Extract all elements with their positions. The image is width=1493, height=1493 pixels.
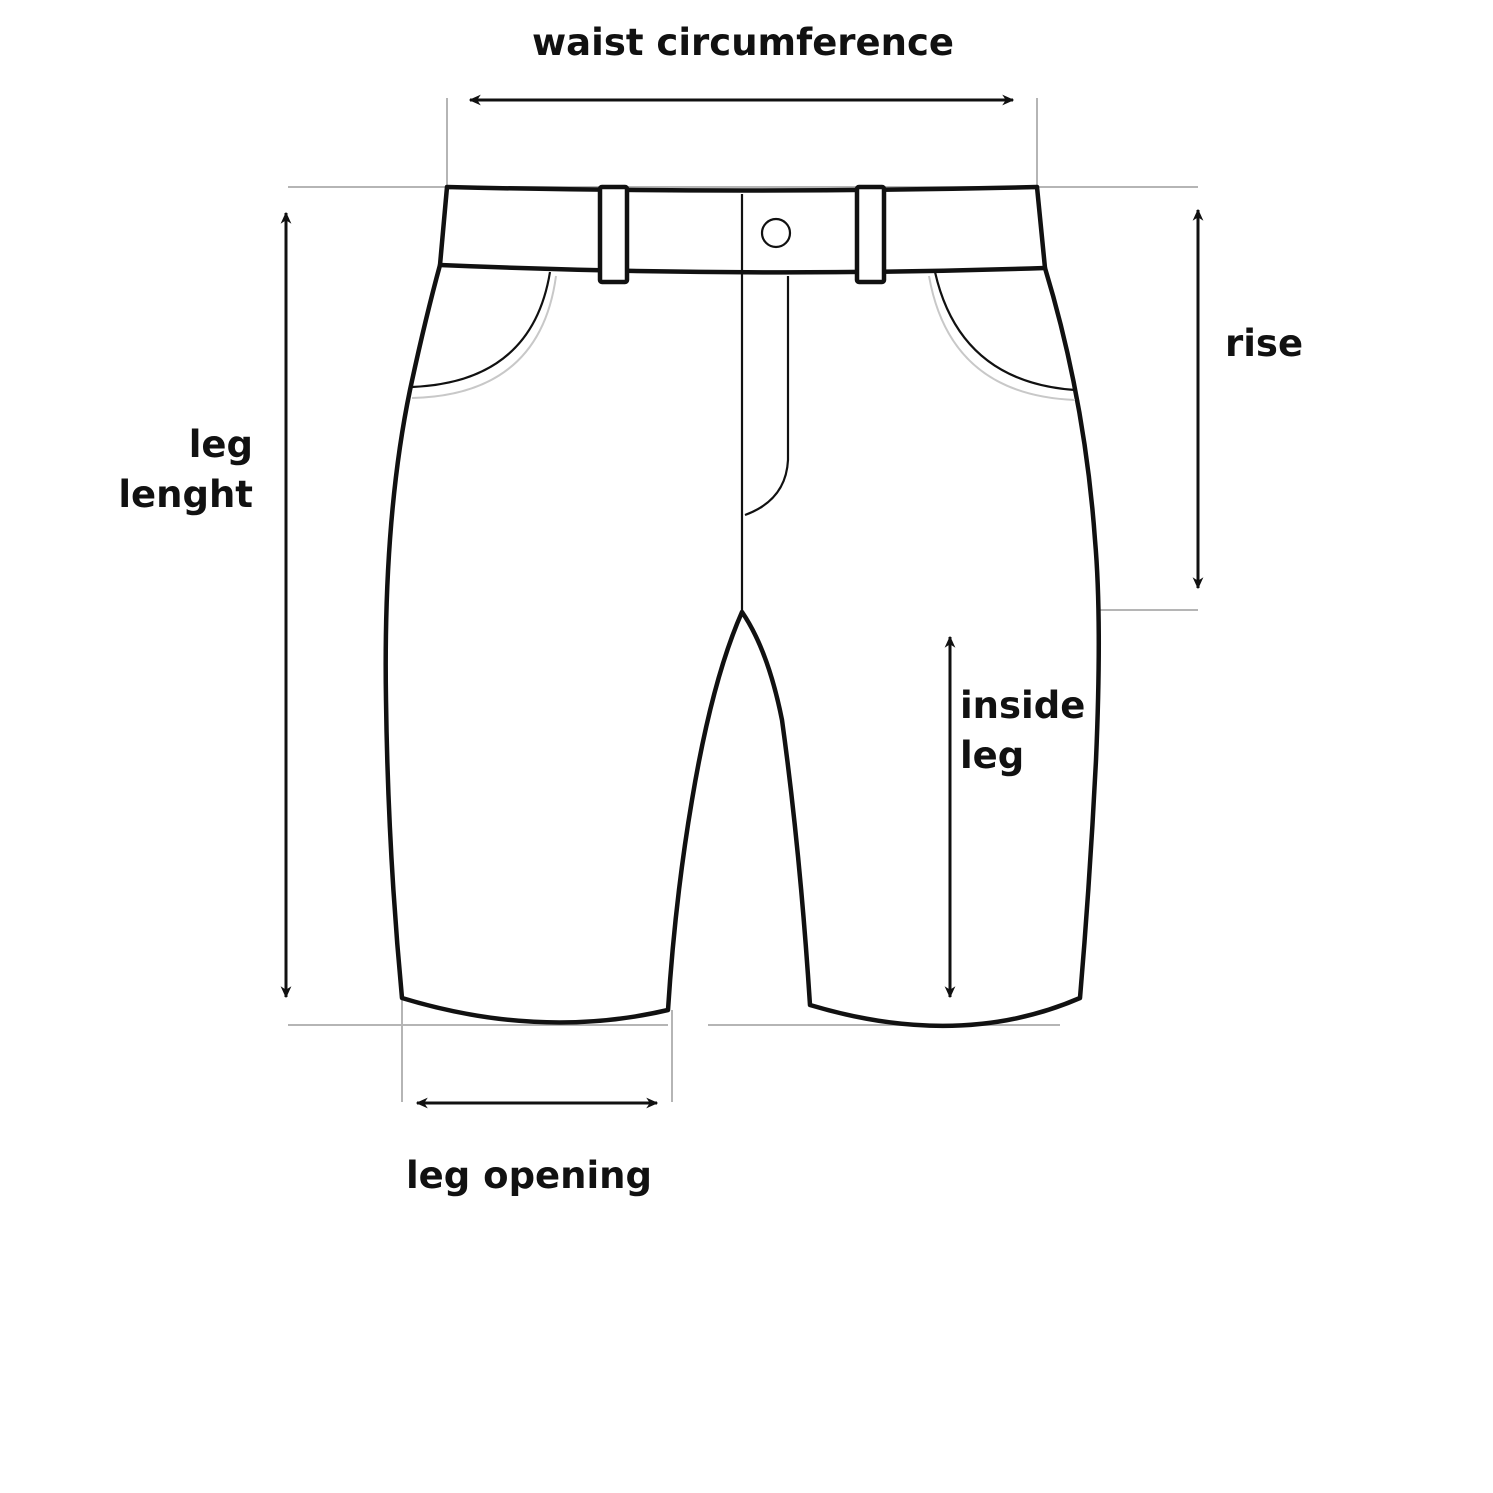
- measurement-arrows: [280, 94, 1204, 1109]
- leg-length-label-line2: lenght: [118, 473, 253, 516]
- fly-stitching: [744, 276, 790, 517]
- leg-opening-label: leg opening: [406, 1154, 652, 1197]
- inside-leg-label-line2: leg: [960, 734, 1024, 777]
- inside-leg-label-line1: inside: [960, 684, 1085, 727]
- pocket-right-shadow: [928, 275, 1076, 401]
- belt-loop-left: [597, 184, 630, 285]
- pocket-left-shadow: [411, 275, 557, 399]
- pocket-left: [411, 271, 552, 389]
- leg-length-label-line1: leg: [189, 423, 253, 466]
- rise-label: rise: [1225, 322, 1303, 365]
- shorts-illustration: [383, 184, 1102, 1029]
- pocket-right: [933, 271, 1076, 392]
- belt-loop-right: [854, 184, 887, 285]
- button: [760, 217, 792, 249]
- waist-circumference-label: waist circumference: [532, 21, 954, 64]
